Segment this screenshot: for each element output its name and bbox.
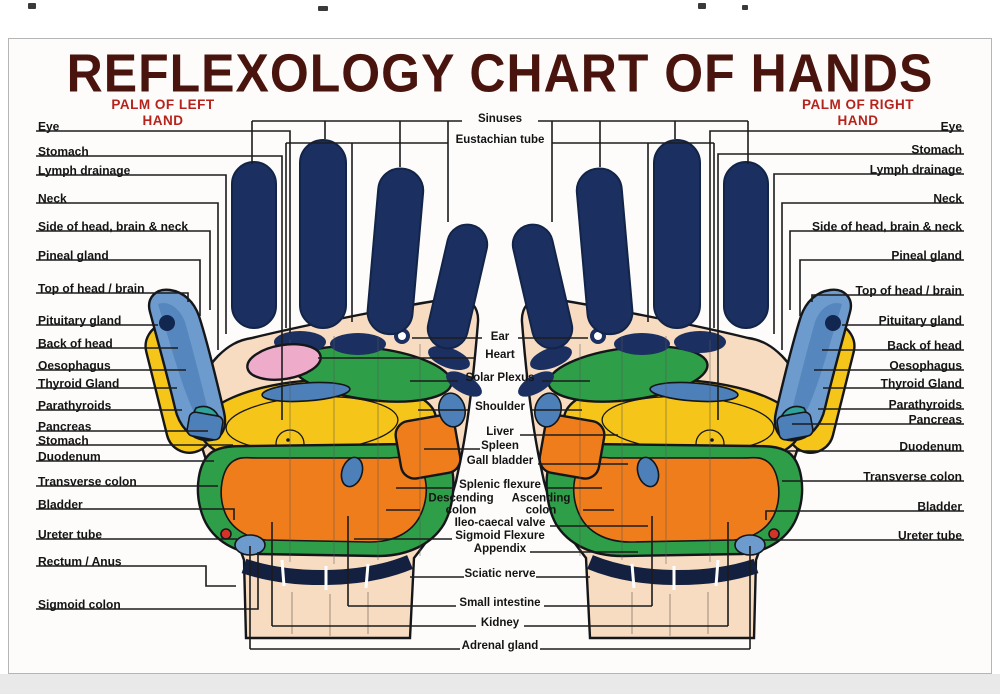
edge-artifact [28,3,36,9]
palm-of-right-hand-heading: PALM OF RIGHT HAND [802,97,914,128]
connector [36,565,236,587]
label-right-neck: Neck [933,191,962,206]
connector [789,230,964,310]
label-center-gall-bladder: Gall bladder [466,455,534,468]
label-right-eye: Eye [940,119,962,134]
label-left-parathyroids: Parathyroids [38,398,112,413]
label-left-side-of-head-brain-neck: Side of head, brain & neck [38,219,189,234]
connector [781,202,964,350]
label-center-sciatic-nerve: Sciatic nerve [464,568,536,581]
label-left-eye: Eye [38,119,60,134]
label-right-lymph-drainage: Lymph drainage [869,162,962,177]
label-left-stomach: Stomach [38,144,89,159]
label-center-ear: Ear [490,331,510,344]
connector [36,174,227,334]
label-right-duodenum: Duodenum [899,439,962,454]
connector [765,510,964,520]
label-left-pancreas: Pancreas [38,419,92,434]
palm-of-left-hand-heading: PALM OF LEFT HAND [111,97,215,128]
label-left-transverse-colon: Transverse colon [38,474,137,489]
connector [773,173,964,334]
label-right-back-of-head: Back of head [887,338,962,353]
label-right-thyroid-gland: Thyroid Gland [880,376,962,391]
label-center-spleen: Spleen [481,440,519,453]
label-right-pineal-gland: Pineal gland [891,248,962,263]
connector [251,120,749,222]
label-center-ileo-caecal-valve: Ileo-caecal valve [454,517,546,530]
label-left-thyroid-gland: Thyroid Gland [38,376,120,391]
connector [36,130,291,333]
label-center-kidney: Kidney [480,617,520,630]
connector [36,155,283,420]
label-center-small-intestine: Small intestine [459,597,541,610]
connector [249,546,751,650]
connector [36,230,211,310]
label-left-ureter-tube: Ureter tube [38,527,103,542]
label-left-rectum-anus: Rectum / Anus [38,554,122,569]
label-right-bladder: Bladder [917,499,962,514]
connector [271,522,729,627]
label-left-sigmoid-colon: Sigmoid colon [38,597,121,612]
label-center-sinuses: Sinuses [477,113,523,126]
label-center-shoulder: Shoulder [475,401,525,414]
label-center-eustachian-tube: Eustachian tube [455,134,545,147]
connector [811,294,964,302]
label-center-adrenal-gland: Adrenal gland [461,640,539,653]
connector [799,259,964,316]
label-left-stomach: Stomach [38,433,89,448]
label-center-ascending-colon: Ascending colon [511,492,571,516]
connector [36,259,201,316]
label-center-liver: Liver [486,426,514,439]
label-left-lymph-drainage: Lymph drainage [38,163,131,178]
label-left-top-of-head-brain: Top of head / brain [38,281,145,296]
label-left-oesophagus: Oesophagus [38,358,111,373]
label-right-pancreas: Pancreas [908,412,962,427]
connector [717,153,964,420]
label-center-sigmoid-flexure: Sigmoid Flexure [455,530,545,543]
connector [36,552,259,610]
label-right-side-of-head-brain-neck: Side of head, brain & neck [811,219,962,234]
connector [36,292,189,302]
label-right-parathyroids: Parathyroids [888,397,962,412]
label-center-solar-plexus: Solar Plexus [465,372,535,385]
connector [36,508,235,520]
photo-bottom-edge [0,674,1000,694]
connector [709,130,964,333]
label-left-neck: Neck [38,191,67,206]
label-left-duodenum: Duodenum [38,449,101,464]
edge-artifact [742,5,748,10]
connector [285,142,715,328]
label-right-oesophagus: Oesophagus [889,358,962,373]
label-right-stomach: Stomach [911,142,962,157]
edge-artifact [698,3,706,9]
label-left-pineal-gland: Pineal gland [38,248,109,263]
connector [347,516,653,607]
label-center-appendix: Appendix [473,543,527,556]
label-center-heart: Heart [485,349,515,362]
label-right-top-of-head-brain: Top of head / brain [855,283,962,298]
label-left-back-of-head: Back of head [38,336,113,351]
label-center-descending-colon: Descending colon [428,492,494,516]
edge-artifact [318,6,328,11]
connector [36,202,219,350]
label-right-pituitary-gland: Pituitary gland [878,313,962,328]
label-center-splenic-flexure: Splenic flexure [459,479,541,492]
label-left-bladder: Bladder [38,497,83,512]
label-left-pituitary-gland: Pituitary gland [38,313,122,328]
poster-title: REFLEXOLOGY CHART OF HANDS [66,43,934,104]
label-right-ureter-tube: Ureter tube [897,528,962,543]
label-right-transverse-colon: Transverse colon [863,469,962,484]
